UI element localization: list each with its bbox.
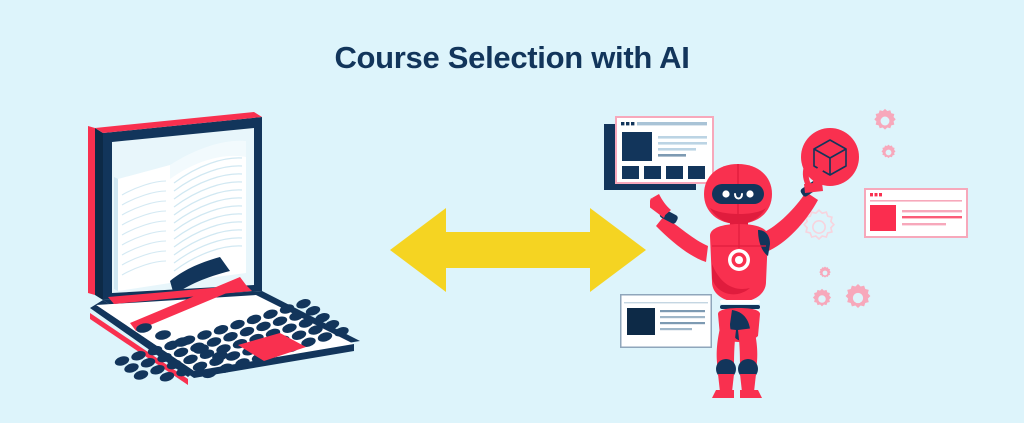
robot-eye-left	[722, 190, 730, 198]
ai-robot[interactable]	[650, 160, 840, 400]
robot-smile	[734, 193, 743, 200]
cube-badge[interactable]	[801, 128, 859, 186]
address-bar	[637, 122, 707, 126]
window-dots	[621, 122, 635, 126]
robot-raised-arm	[758, 164, 824, 252]
gear-large-top-right	[874, 108, 896, 130]
double-headed-arrow	[390, 208, 646, 292]
window-dots	[870, 193, 882, 197]
laptop-trackpad	[238, 333, 306, 361]
robot-torso	[710, 224, 770, 302]
gear-tiny-lower	[819, 266, 831, 278]
browser-card-right[interactable]	[864, 188, 968, 238]
gear-medium-lower-right	[845, 284, 871, 308]
cube-icon	[813, 139, 847, 176]
robot-legs	[712, 328, 762, 398]
cube-badge-circle	[801, 128, 859, 186]
robot-eye-right	[746, 190, 754, 198]
card-thumbnail-main	[627, 308, 655, 335]
card-text-lines	[902, 210, 962, 226]
gear-small-lower-left	[812, 288, 832, 307]
robot-head	[704, 164, 772, 224]
card-text-lines	[660, 310, 705, 331]
robot-visor	[712, 184, 764, 204]
page-title: Course Selection with AI	[334, 40, 690, 75]
browser-card-bottom[interactable]	[620, 294, 712, 348]
robot-pointing-arm	[650, 194, 708, 262]
browser-card-top[interactable]	[604, 116, 714, 192]
gear-small-top-right	[881, 144, 896, 159]
laptop-with-open-book	[88, 112, 360, 385]
card-thumbnail-main	[622, 132, 652, 161]
address-bar	[870, 200, 962, 202]
card-text-lines	[658, 136, 707, 157]
card-thumbnails-row	[622, 166, 705, 179]
card-divider	[624, 302, 708, 304]
card-thumbnail-main	[870, 205, 896, 231]
open-book	[114, 140, 246, 295]
